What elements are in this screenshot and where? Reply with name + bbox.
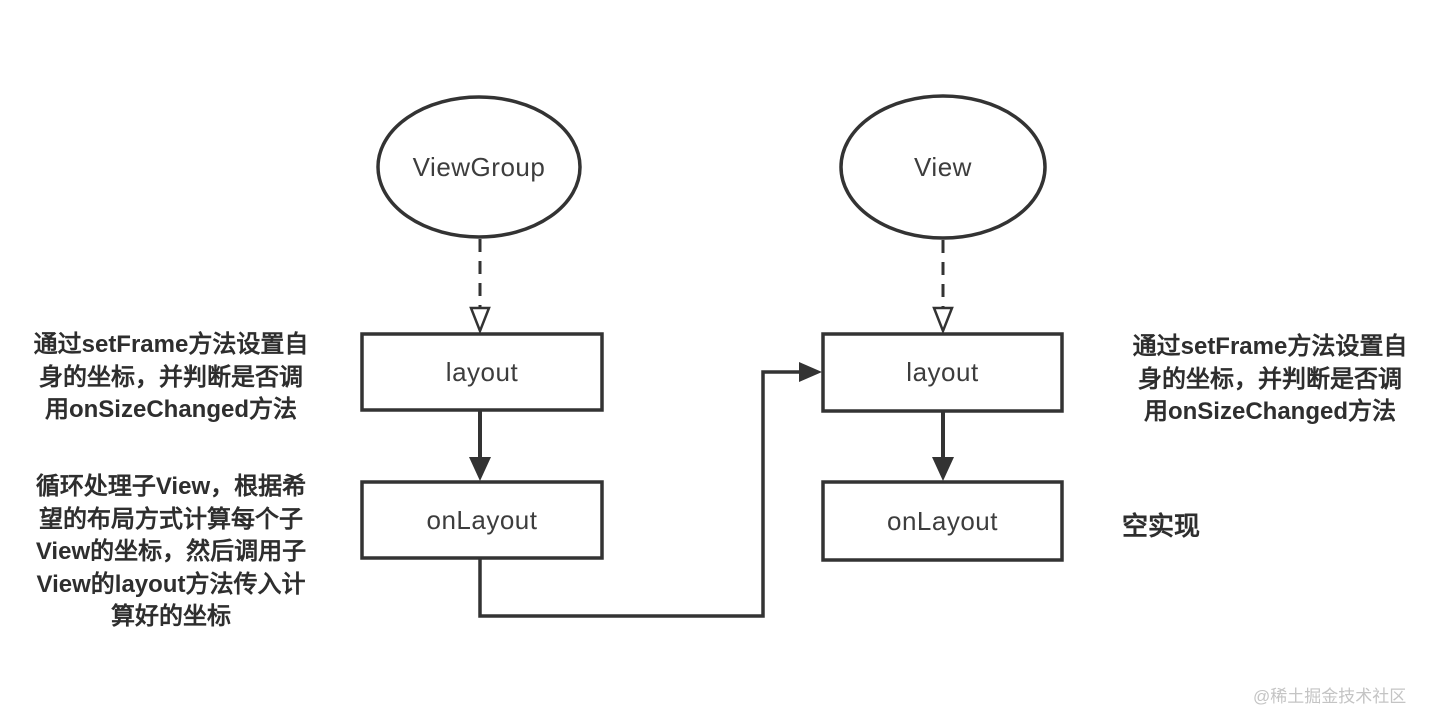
onlayout-right-label: onLayout — [887, 505, 998, 536]
onlayout-left-label: onLayout — [426, 504, 538, 535]
viewgroup-ellipse — [376, 95, 582, 239]
annotation-line: 用onSizeChanged方法 — [1143, 398, 1396, 425]
onlayout-to-layout-arrowhead-icon — [799, 362, 822, 382]
layout-right-box — [821, 332, 1064, 413]
view-ellipse — [839, 94, 1047, 240]
annotation-line: 循环处理子View，根据希 — [35, 473, 307, 500]
onlayout-to-layout-connector — [478, 370, 801, 618]
layout-left-label: layout — [445, 356, 519, 387]
layout-right-label: layout — [906, 357, 979, 387]
annotation-right-onlayout: 空实现 — [1122, 511, 1201, 541]
layout-to-onlayout-left-arrowhead-icon — [469, 457, 491, 481]
onlayout-right-box — [821, 480, 1064, 562]
view-to-layout-arrowhead-icon — [932, 306, 954, 335]
layout-to-onlayout-right-arrowhead-icon — [932, 457, 954, 481]
annotation-line: View的layout方法传入计 — [36, 570, 306, 598]
annotation-left-onlayout: 循环处理子View，根据希 望的布局方式计算每个子 View的坐标，然后调用子 … — [8, 471, 334, 634]
view-node-label: View — [914, 151, 972, 182]
annotation-right-layout: 通过setFrame方法设置自 身的坐标，并判断是否调 用onSizeChang… — [1114, 331, 1426, 429]
watermark: @稀土掘金技术社区 — [1253, 687, 1407, 706]
annotation-line: View的坐标，然后调用子 — [35, 538, 307, 565]
annotation-line: 身的坐标，并判断是否调 — [39, 363, 303, 391]
annotation-left-layout: 通过setFrame方法设置自 身的坐标，并判断是否调 用onSizeChang… — [8, 329, 334, 427]
annotation-line: 望的布局方式计算每个子 — [39, 505, 303, 533]
annotation-line: 身的坐标，并判断是否调 — [1138, 365, 1402, 393]
annotation-line: 通过setFrame方法设置自 — [33, 331, 309, 358]
viewgroup-to-layout-arrowhead-icon — [469, 306, 491, 335]
viewgroup-node-label: ViewGroup — [412, 151, 546, 182]
annotation-line: 通过setFrame方法设置自 — [1132, 333, 1408, 360]
onlayout-left-box — [360, 480, 604, 560]
annotation-line: 算好的坐标 — [111, 603, 231, 630]
annotation-line: 用onSizeChanged方法 — [44, 396, 297, 423]
